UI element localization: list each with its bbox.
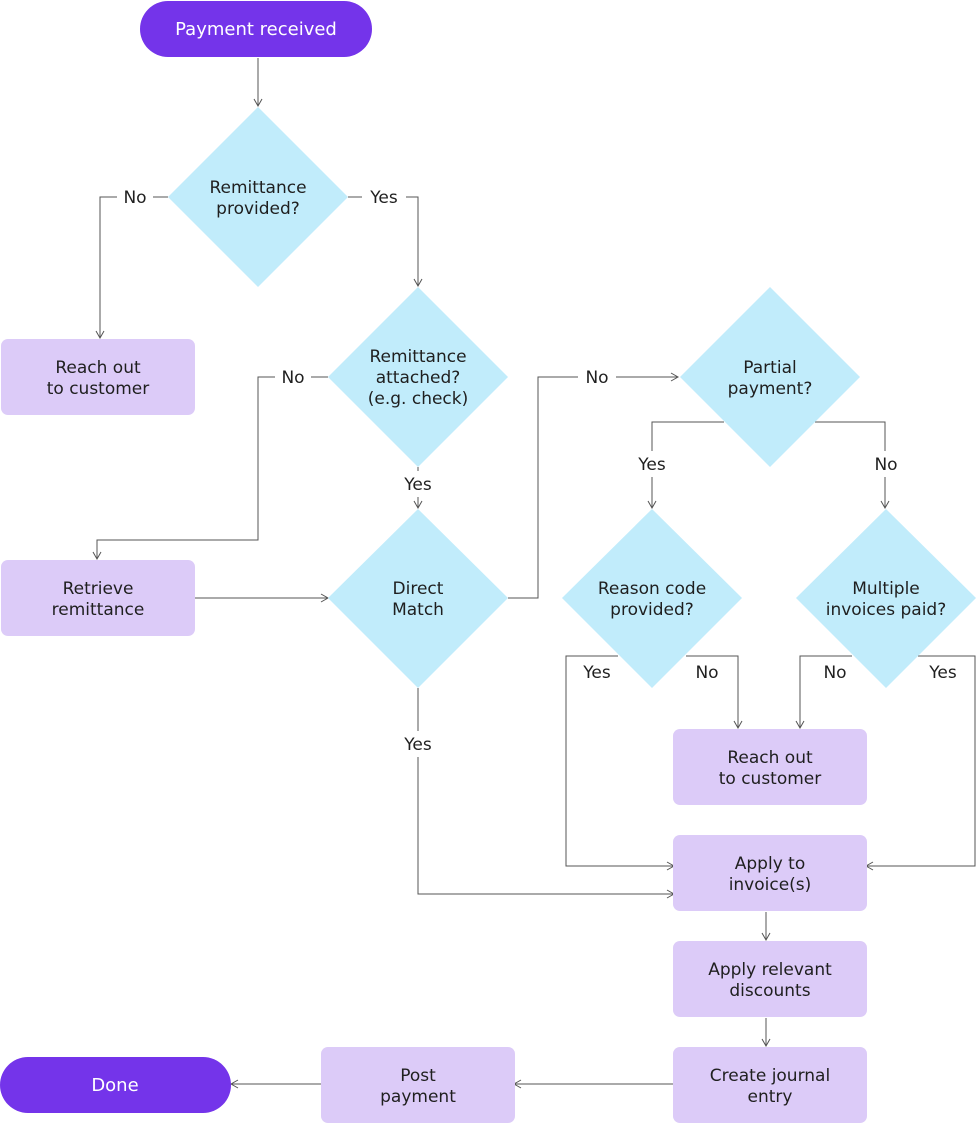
edge-direct-match-yes xyxy=(417,688,676,899)
edge-reason-code-no xyxy=(686,655,743,730)
svg-text:Payment received: Payment received xyxy=(175,19,337,40)
edge-reason-code-yes xyxy=(565,655,676,871)
label-partial-payment-no: No xyxy=(874,455,897,475)
label-reason-code-yes: Yes xyxy=(582,663,611,683)
label-direct-match-no: No xyxy=(585,368,608,388)
label-remittance-provided-no: No xyxy=(123,188,146,208)
label-multiple-invoices-yes: Yes xyxy=(928,663,957,683)
label-partial-payment-yes: Yes xyxy=(637,455,666,475)
svg-text:Done: Done xyxy=(91,1075,138,1096)
label-reason-code-no: No xyxy=(695,663,718,683)
edges xyxy=(92,58,976,1089)
edge-remittance-provided-yes xyxy=(348,196,423,288)
edge-partial-payment-no xyxy=(815,421,890,510)
start-terminal: Payment received xyxy=(140,1,372,57)
edge-labels: No Yes No Yes No Yes Yes No Yes No No Ye… xyxy=(117,184,957,757)
label-direct-match-yes: Yes xyxy=(403,735,432,755)
label-remittance-attached-yes: Yes xyxy=(403,475,432,495)
edge-multiple-invoices-yes xyxy=(864,655,976,871)
edge-partial-payment-yes xyxy=(647,421,724,510)
edge-multiple-invoices-no xyxy=(795,655,852,730)
edge-remittance-provided-no xyxy=(95,196,168,340)
label-remittance-provided-yes: Yes xyxy=(369,188,398,208)
label-multiple-invoices-no: No xyxy=(823,663,846,683)
end-terminal: Done xyxy=(0,1057,231,1113)
label-remittance-attached-no: No xyxy=(281,368,304,388)
